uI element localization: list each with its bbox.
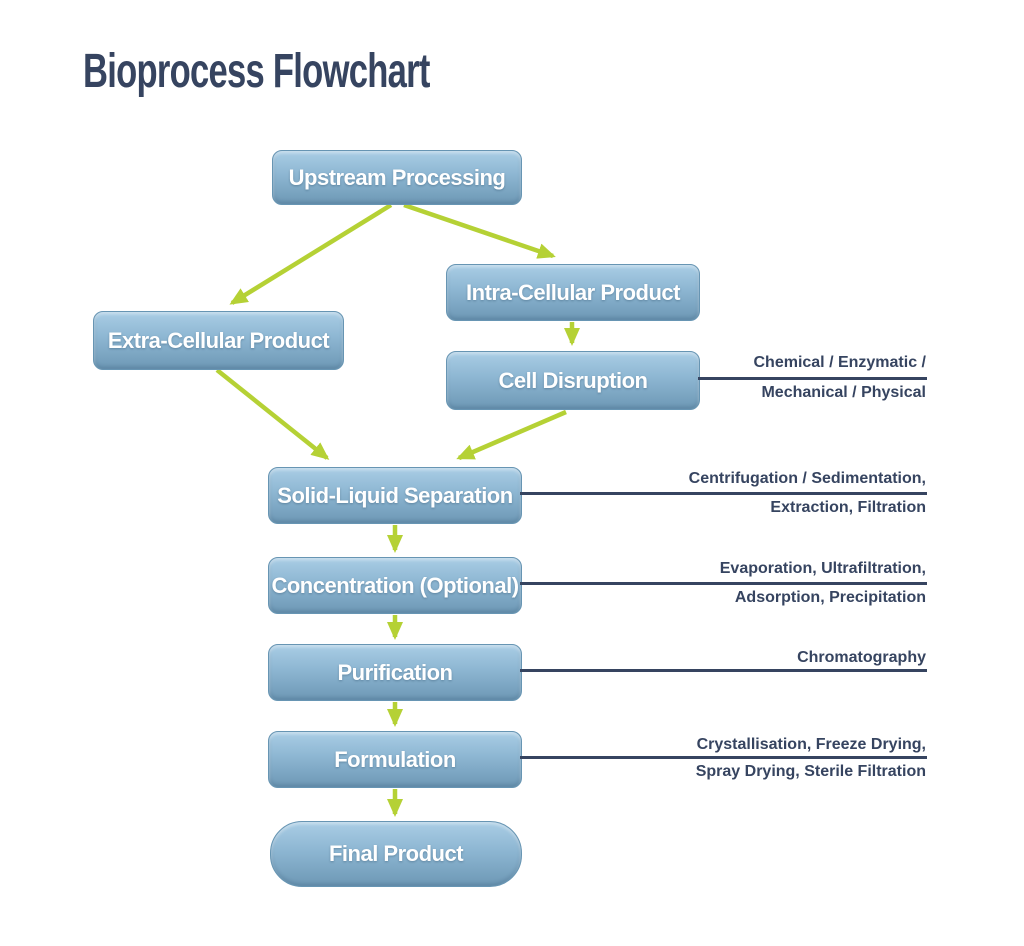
annotation-rule-formulation: [520, 756, 927, 759]
arrow-upstream-to-extra-cellular: [229, 203, 393, 305]
annotation-concentration-line1: Evaporation, Ultrafiltration,: [719, 560, 926, 577]
node-formulation: Formulation: [268, 731, 522, 788]
annotation-purification-line1: Chromatography: [797, 649, 926, 666]
node-final-product: Final Product: [270, 821, 522, 887]
node-extra-cellular-product: Extra-Cellular Product: [93, 311, 344, 370]
annotation-rule-solid-liquid: [520, 492, 927, 495]
annotation-cell-disruption-line2: Mechanical / Physical: [761, 384, 926, 401]
node-upstream-processing: Upstream Processing: [272, 150, 522, 205]
annotation-solid-liquid-line2: Extraction, Filtration: [770, 499, 926, 516]
annotation-rule-purification: [520, 669, 927, 672]
annotation-formulation-line2: Spray Drying, Sterile Filtration: [695, 763, 926, 780]
node-solid-liquid-separation: Solid-Liquid Separation: [268, 467, 522, 524]
annotation-cell-disruption-line1: Chemical / Enzymatic /: [753, 354, 926, 371]
node-cell-disruption: Cell Disruption: [446, 351, 700, 410]
node-intra-cellular-product: Intra-Cellular Product: [446, 264, 700, 321]
page-title: Bioprocess Flowchart: [83, 45, 430, 98]
annotation-concentration-line2: Adsorption, Precipitation: [734, 589, 926, 606]
annotation-rule-cell-disruption: [698, 377, 927, 380]
node-purification: Purification: [268, 644, 522, 701]
arrow-cell-disruption-to-solid-liquid: [456, 409, 567, 461]
annotation-solid-liquid-line1: Centrifugation / Sedimentation,: [688, 470, 926, 487]
node-concentration-optional: Concentration (Optional): [268, 557, 522, 614]
annotation-formulation-line1: Crystallisation, Freeze Drying,: [696, 736, 926, 753]
arrow-upstream-to-intra-cellular: [403, 202, 556, 259]
annotation-rule-concentration: [520, 582, 927, 585]
arrow-extra-to-solid-liquid: [215, 368, 330, 460]
